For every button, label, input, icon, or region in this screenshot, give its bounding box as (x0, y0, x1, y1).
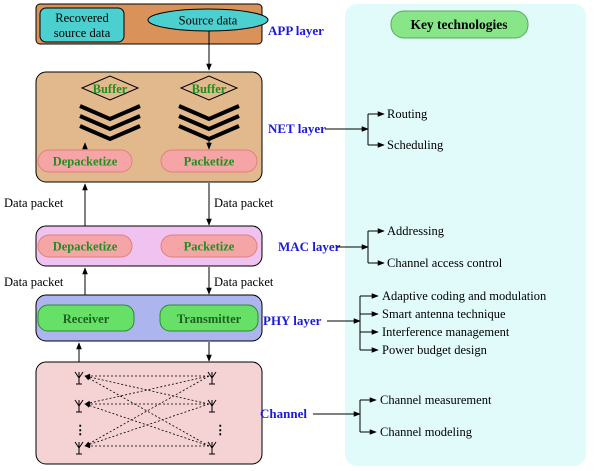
key-technologies-title: Key technologies (410, 17, 507, 32)
buffer-right: Buffer (178, 75, 240, 142)
key-adaptive-coding: Adaptive coding and modulation (382, 289, 547, 303)
data-packet-right-lower: Data packet (214, 275, 274, 289)
tx-antenna-icon (207, 399, 217, 413)
buffer-left-chevron-3 (79, 124, 141, 142)
buffer-left-chevron-1 (79, 104, 141, 122)
channel-key-branch: Channel measurement Channel modeling (359, 393, 492, 439)
mac-key-branch: Addressing Channel access control (367, 224, 503, 270)
propagation-path (84, 403, 210, 447)
rx-antenna-icon (74, 441, 84, 455)
recovered-label-line1: Recovered (55, 11, 109, 25)
mac-layer-label: MAC layer (278, 239, 341, 254)
transmitter-label: Transmitter (177, 312, 242, 326)
tx-antenna-icon (207, 441, 217, 455)
key-smart-antenna: Smart antenna technique (382, 307, 506, 321)
net-depacketize-pill (37, 149, 133, 173)
key-addressing: Addressing (387, 224, 445, 238)
data-packet-left-lower: Data packet (4, 275, 64, 289)
channel-label: Channel (260, 406, 307, 421)
mac-depacketize-label: Depacketize (53, 240, 118, 254)
key-channel-measurement: Channel measurement (380, 393, 492, 407)
buffer-right-label: Buffer (192, 82, 227, 96)
propagation-path (84, 375, 210, 406)
receiver-box (37, 304, 135, 332)
transmitter-box (159, 304, 259, 332)
rx-antenna-icon (74, 399, 84, 413)
tx-antenna-ellipsis: ⋮ (214, 423, 227, 437)
net-depacketize-label: Depacketize (53, 155, 118, 169)
phy-key-branch: Adaptive coding and modulation Smart ant… (359, 289, 547, 357)
key-technologies-panel (345, 4, 586, 466)
data-packet-right-upper: Data packet (214, 196, 274, 210)
antenna-group (74, 371, 217, 455)
buffer-right-chevron-3 (178, 124, 240, 142)
key-channel-access-control: Channel access control (387, 256, 503, 270)
key-channel-modeling: Channel modeling (380, 425, 473, 439)
net-packetize-label: Packetize (184, 155, 235, 169)
channel-box (35, 361, 263, 465)
buffer-left-label: Buffer (93, 82, 128, 96)
key-routing: Routing (387, 107, 428, 121)
rx-antenna-icon (74, 371, 84, 385)
data-packet-left-upper: Data packet (4, 196, 64, 210)
propagation-path (84, 374, 210, 405)
rx-antenna-ellipsis: ⋮ (74, 423, 87, 437)
net-packetize-pill (160, 149, 258, 173)
phy-layer-label: PHY layer (263, 313, 322, 328)
app-layer-label: APP layer (268, 23, 324, 38)
buffer-left-chevron-2 (79, 114, 141, 132)
mac-packetize-label: Packetize (184, 240, 235, 254)
key-interference-management: Interference management (382, 325, 510, 339)
recovered-label-line2: source data (54, 26, 111, 40)
key-power-budget: Power budget design (382, 343, 488, 357)
source-data-label: Source data (179, 14, 238, 28)
net-layer-label: NET layer (268, 121, 326, 136)
recovered-source-data-box (39, 7, 125, 43)
key-scheduling: Scheduling (387, 138, 444, 152)
propagation-paths (84, 373, 210, 449)
buffer-left-diamond (80, 75, 140, 101)
key-technologies-title-pill (390, 10, 529, 39)
receiver-label: Receiver (63, 312, 110, 326)
tx-antenna-icon (207, 371, 217, 385)
source-data-ellipse (147, 8, 269, 32)
buffer-left: Buffer (79, 75, 141, 142)
buffer-right-chevron-2 (178, 114, 240, 132)
net-key-branch: Routing Scheduling (367, 107, 444, 152)
mac-depacketize-pill (37, 234, 133, 258)
buffer-right-chevron-1 (178, 104, 240, 122)
buffer-right-diamond (179, 75, 239, 101)
mac-packetize-pill (160, 234, 258, 258)
